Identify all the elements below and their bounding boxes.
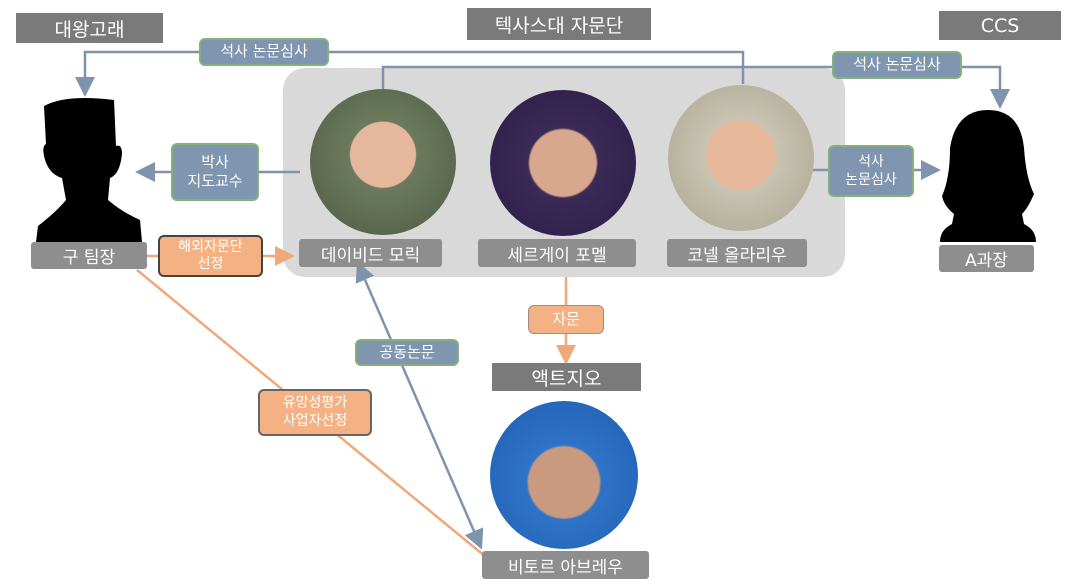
label-phd-advisor: 박사 지도교수: [171, 143, 259, 201]
label-overseas-selection: 해외자문단 선정: [158, 235, 263, 277]
header-texas: 텍사스대 자문단: [467, 8, 651, 40]
name-gu: 구 팀장: [31, 242, 147, 269]
label-masters-right: 석사 논문심사: [828, 145, 914, 197]
label-coauthor: 공동논문: [355, 339, 459, 366]
header-actgeo: 액트지오: [492, 363, 641, 391]
label-masters-top-right: 석사 논문심사: [832, 51, 962, 79]
photo-cornel: [668, 85, 814, 231]
label-advice: 자문: [528, 305, 604, 334]
photo-sergey: [490, 90, 636, 236]
name-david: 데이비드 모릭: [299, 239, 442, 267]
name-vitor: 비토르 아브레우: [482, 551, 649, 579]
header-ccs: CCS: [939, 11, 1061, 40]
name-sergey: 세르게이 포멜: [478, 239, 636, 267]
female-silhouette-icon: [940, 110, 1036, 242]
male-silhouette-icon: [36, 98, 142, 242]
line-david-to-a: [381, 65, 1010, 109]
photo-david: [310, 89, 456, 235]
header-daewang: 대왕고래: [16, 13, 163, 43]
photo-vitor: [490, 401, 638, 549]
label-evaluation-selection: 유망성평가 사업자선정: [258, 389, 372, 436]
line-coauthor: [355, 261, 484, 550]
line-cornel-to-gu: [75, 50, 745, 97]
label-masters-top-left: 석사 논문심사: [199, 38, 329, 66]
name-a: A과장: [939, 245, 1034, 272]
name-cornel: 코넬 올라리우: [667, 239, 807, 267]
